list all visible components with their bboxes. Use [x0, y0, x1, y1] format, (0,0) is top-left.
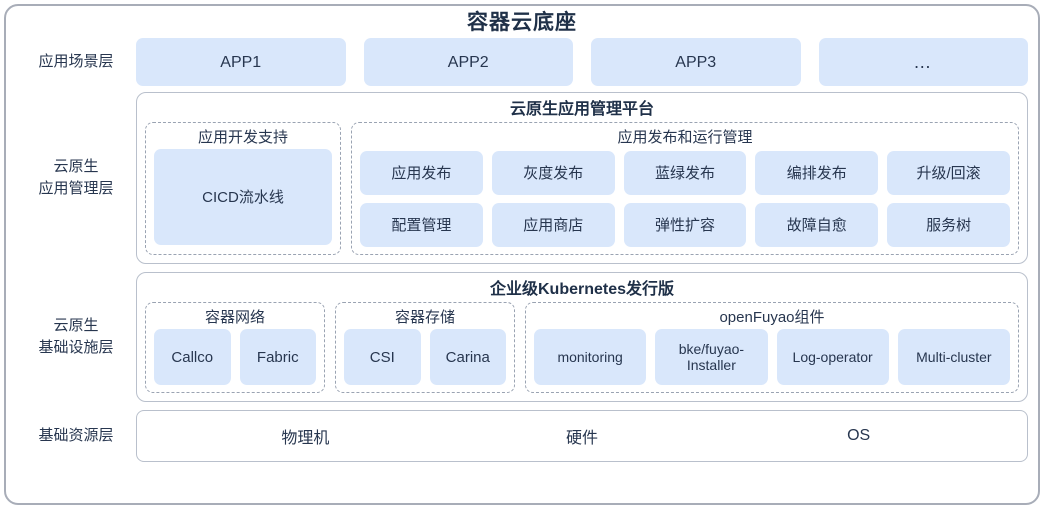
layer-base-resource: 基础资源层 物理机 硬件 OS: [16, 410, 1028, 462]
pill-blue-green-release[interactable]: 蓝绿发布: [623, 151, 747, 195]
base-item-os[interactable]: OS: [847, 427, 871, 444]
pill-upgrade-rollback[interactable]: 升级/回滚: [887, 151, 1010, 195]
kubernetes-distribution-panel: 企业级Kubernetes发行版 容器网络 Callco Fabric: [136, 272, 1028, 402]
pill-callco[interactable]: Callco: [154, 329, 231, 385]
group-title-container-storage: 容器存储: [394, 309, 455, 326]
pill-orchestration-release[interactable]: 编排发布: [755, 151, 879, 195]
app-pill-1[interactable]: APP1: [136, 38, 346, 86]
release-row-1: 应用发布 灰度发布 蓝绿发布 编排发布 升级/回滚: [360, 151, 1010, 195]
pill-carina[interactable]: Carina: [429, 329, 506, 385]
layer-cloud-native-app-management: 云原生 应用管理层 云原生应用管理平台 应用开发支持 CICD流水线: [16, 92, 1028, 264]
cloud-native-app-platform-panel: 云原生应用管理平台 应用开发支持 CICD流水线 应用发布和运行管理: [136, 92, 1028, 264]
pill-elastic-scaling[interactable]: 弹性扩容: [623, 203, 747, 247]
kubernetes-distribution-title: 企业级Kubernetes发行版: [489, 281, 675, 298]
pill-config-management[interactable]: 配置管理: [360, 203, 483, 247]
group-title-openfuyao-components: openFuyao组件: [719, 309, 825, 326]
group-container-network: 容器网络 Callco Fabric: [145, 302, 325, 393]
pill-fabric[interactable]: Fabric: [239, 329, 316, 385]
pill-fault-self-healing[interactable]: 故障自愈: [755, 203, 879, 247]
release-row-2: 配置管理 应用商店 弹性扩容 故障自愈 服务树: [360, 203, 1010, 247]
app-pill-more[interactable]: …: [818, 38, 1028, 86]
pill-gray-release[interactable]: 灰度发布: [491, 151, 615, 195]
pill-app-release[interactable]: 应用发布: [360, 151, 483, 195]
app-pill-2[interactable]: APP2: [363, 38, 573, 86]
layer-application-scene: 应用场景层 APP1 APP2 APP3 …: [16, 38, 1028, 86]
layer-label-cloud-native-app-management: 云原生 应用管理层: [38, 158, 114, 197]
pill-multi-cluster[interactable]: Multi-cluster: [897, 329, 1010, 385]
application-scene-pills: APP1 APP2 APP3 …: [136, 38, 1028, 86]
app-pill-3[interactable]: APP3: [591, 38, 801, 86]
layer-label-cloud-native-infrastructure: 云原生 基础设施层: [38, 317, 114, 356]
layer-cloud-native-infrastructure: 云原生 基础设施层 企业级Kubernetes发行版 容器网络 Callco F…: [16, 272, 1028, 402]
group-app-release-and-runtime: 应用发布和运行管理 应用发布 灰度发布 蓝绿发布 编排发布 升级/回滚: [351, 122, 1019, 255]
page-title: 容器云底座: [467, 11, 577, 34]
base-resource-panel: 物理机 硬件 OS: [136, 410, 1028, 462]
pill-csi[interactable]: CSI: [344, 329, 421, 385]
group-title-container-network: 容器网络: [204, 309, 265, 326]
pill-service-tree[interactable]: 服务树: [887, 203, 1010, 247]
pill-cicd-pipeline[interactable]: CICD流水线: [154, 149, 332, 245]
base-item-physical-machine[interactable]: 物理机: [281, 430, 330, 447]
group-title-app-release-and-runtime: 应用发布和运行管理: [617, 129, 753, 146]
layer-label-base-resource: 基础资源层: [38, 427, 114, 444]
group-app-dev-support: 应用开发支持 CICD流水线: [145, 122, 341, 255]
pill-app-store[interactable]: 应用商店: [491, 203, 615, 247]
group-openfuyao-components: openFuyao组件 monitoring bke/fuyao-Install…: [525, 302, 1019, 393]
pill-bke-fuyao-installer[interactable]: bke/fuyao-Installer: [655, 329, 768, 385]
pill-monitoring[interactable]: monitoring: [534, 329, 647, 385]
layer-label-application-scene: 应用场景层: [38, 53, 114, 70]
pill-log-operator[interactable]: Log-operator: [776, 329, 889, 385]
cloud-native-app-platform-title: 云原生应用管理平台: [509, 101, 654, 118]
base-item-hardware[interactable]: 硬件: [566, 430, 599, 447]
group-container-storage: 容器存储 CSI Carina: [335, 302, 515, 393]
group-title-app-dev-support: 应用开发支持: [197, 129, 288, 146]
